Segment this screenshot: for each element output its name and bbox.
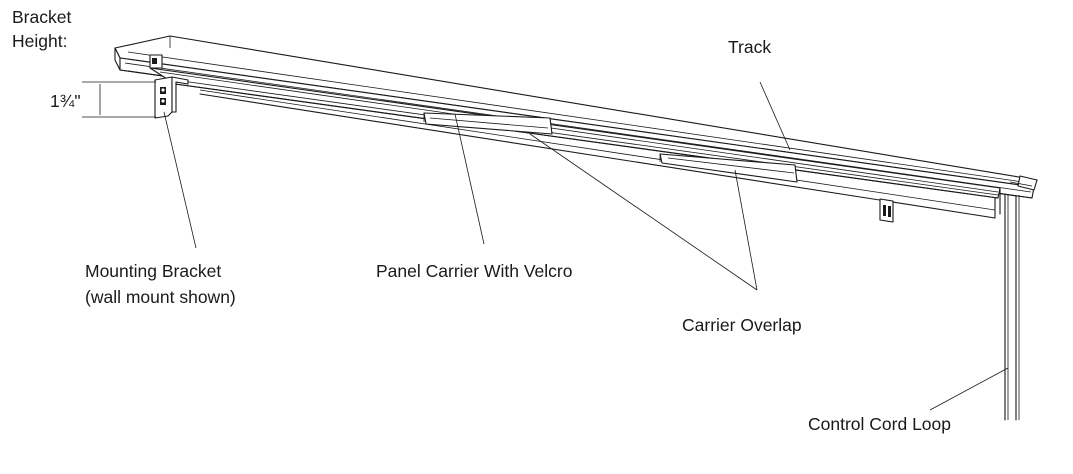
control-cord-loop: [1004, 194, 1020, 421]
bracket-height-label-line2: Height:: [12, 31, 67, 51]
leader-lines: [163, 81, 1009, 411]
mounting-bracket-label-line2: (wall mount shown): [85, 287, 236, 307]
bracket-height-label-line1: Bracket: [12, 7, 71, 27]
panel-carrier-label: Panel Carrier With Velcro: [376, 261, 572, 281]
headrail: [114, 35, 1038, 219]
panel-carrier-right: [659, 153, 798, 183]
mounting-bracket: [154, 76, 189, 119]
bracket-height-value: 1¾": [50, 91, 81, 111]
control-cord-loop-label: Control Cord Loop: [808, 414, 951, 434]
track-label: Track: [728, 37, 771, 57]
end-cap-clip: [149, 54, 163, 69]
mounting-bracket-label-line1: Mounting Bracket: [85, 261, 221, 281]
carrier-overlap-label: Carrier Overlap: [682, 315, 802, 335]
bracket-height-dimension: [82, 81, 156, 118]
bracket-right: [879, 198, 894, 223]
